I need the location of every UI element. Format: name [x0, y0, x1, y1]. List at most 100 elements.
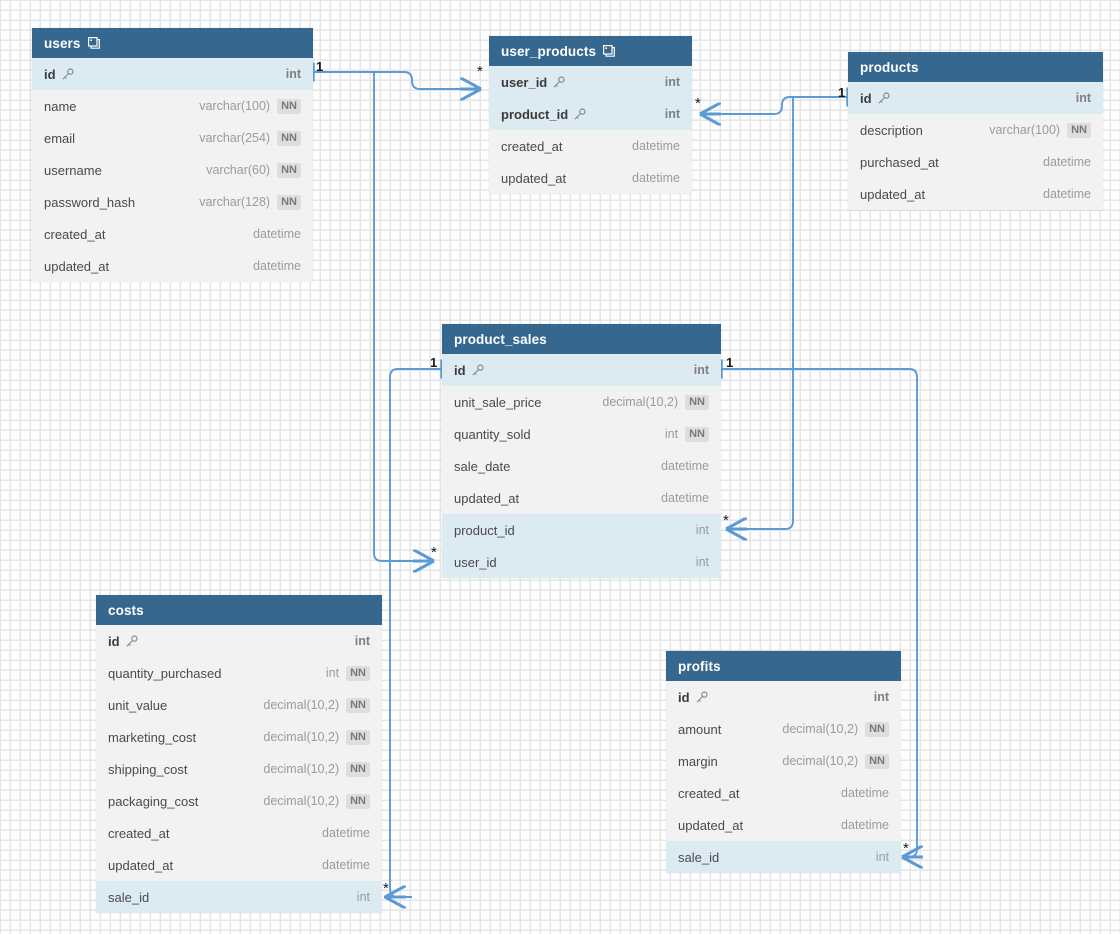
not-null-badge: NN [1067, 122, 1091, 138]
column-name: unit_sale_price [454, 394, 542, 410]
table-header-user_products[interactable]: user_products [489, 36, 692, 66]
column-name: quantity_purchased [108, 665, 222, 681]
edge-productsales-to-profits [721, 369, 917, 857]
column-type: int [325, 666, 340, 680]
table-header-products[interactable]: products [848, 52, 1103, 82]
column-row-costs-updated_at[interactable]: updated_at datetime [96, 849, 382, 881]
column-name: shipping_cost [108, 761, 188, 777]
column-type: int [1075, 91, 1091, 105]
column-name: username [44, 162, 102, 178]
column-type: int [695, 555, 709, 569]
column-type: datetime [632, 171, 680, 185]
table-title: users [44, 35, 81, 51]
edge-productsales-to-costs [384, 359, 444, 898]
column-row-costs-shipping_cost[interactable]: shipping_cost decimal(10,2) NN [96, 753, 382, 785]
column-name: user_id [454, 554, 497, 570]
key-icon [574, 108, 586, 120]
table-header-product_sales[interactable]: product_sales [442, 324, 721, 354]
table-header-profits[interactable]: profits [666, 651, 901, 681]
column-row-user_products-product_id[interactable]: product_id int [489, 98, 692, 130]
column-type: datetime [322, 858, 370, 872]
column-name: password_hash [44, 194, 136, 210]
column-row-products-purchased_at[interactable]: purchased_at datetime [848, 146, 1103, 178]
card-many-profits-saleid: * [903, 840, 909, 857]
column-name: updated_at [501, 170, 567, 186]
column-row-product_sales-user_id[interactable]: user_id int [442, 546, 721, 578]
column-name: sale_id [678, 849, 720, 865]
column-name: id [108, 634, 138, 649]
not-null-badge: NN [865, 721, 889, 737]
key-icon [62, 68, 74, 80]
key-icon [553, 76, 565, 88]
table-title: products [860, 59, 919, 75]
table-header-users[interactable]: users [32, 28, 313, 58]
not-null-badge: NN [346, 665, 370, 681]
card-many-userproducts-productid: * [695, 95, 701, 112]
table-header-costs[interactable]: costs [96, 595, 382, 625]
edge-products-to-userproducts [700, 97, 848, 114]
note-icon[interactable] [87, 37, 100, 49]
column-name: marketing_cost [108, 729, 197, 745]
not-null-badge: NN [277, 98, 301, 114]
column-row-profits-sale_id[interactable]: sale_id int [666, 841, 901, 873]
column-type: int [664, 107, 680, 121]
column-type: int [875, 850, 889, 864]
column-name: product_id [501, 107, 586, 122]
column-name: updated_at [108, 857, 174, 873]
column-type: decimal(10,2) [263, 762, 340, 776]
column-name: id [678, 690, 708, 705]
column-type: datetime [253, 227, 301, 241]
column-type: varchar(60) [206, 163, 271, 177]
column-name: purchased_at [860, 154, 939, 170]
not-null-badge: NN [346, 761, 370, 777]
card-many-productsales-userid: * [431, 544, 437, 561]
column-name: product_id [454, 522, 515, 538]
not-null-badge: NN [346, 793, 370, 809]
column-name: description [860, 122, 923, 138]
note-icon[interactable] [603, 45, 615, 57]
column-type: datetime [322, 826, 370, 840]
not-null-badge: NN [346, 697, 370, 713]
column-row-costs-quantity_purchased[interactable]: quantity_purchased int NN [96, 657, 382, 689]
column-row-user_products-updated_at[interactable]: updated_at datetime [489, 162, 692, 194]
column-type: datetime [253, 259, 301, 273]
not-null-badge: NN [277, 130, 301, 146]
column-type: datetime [1043, 155, 1091, 169]
column-type: datetime [632, 139, 680, 153]
